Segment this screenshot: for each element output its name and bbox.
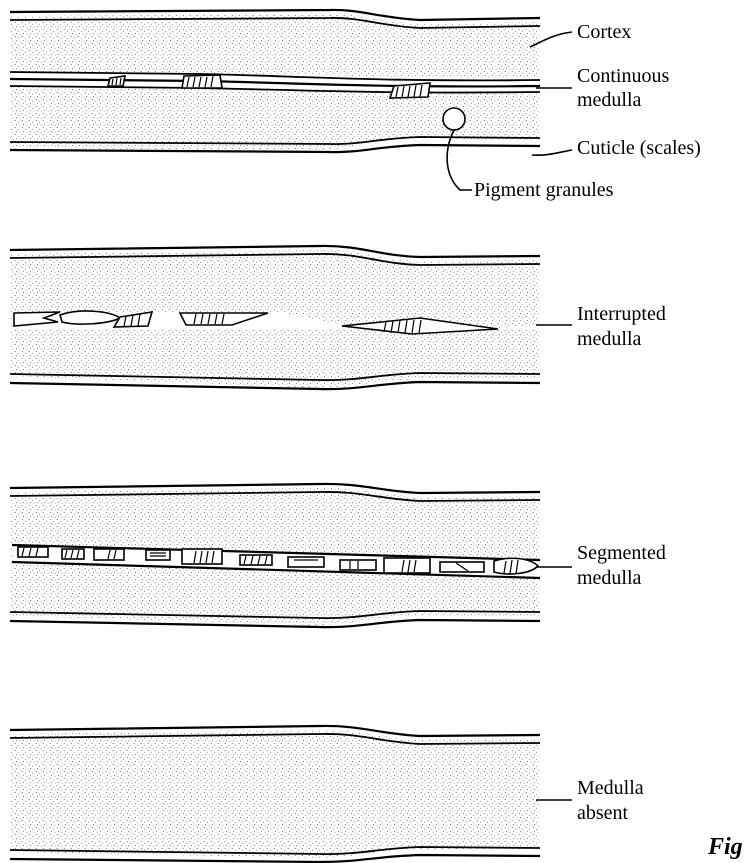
absent-label-line1: Medulla — [577, 777, 644, 799]
segment — [94, 549, 124, 560]
cortex-label: Cortex — [577, 21, 631, 43]
interrupted-label-line2: medulla — [577, 328, 642, 350]
cortex-region — [10, 730, 540, 858]
segment — [18, 547, 48, 557]
continuous-label-line1: Continuous — [577, 65, 669, 87]
continuous-label-line2: medulla — [577, 89, 642, 111]
segment — [240, 555, 272, 565]
absent-label-line2: absent — [577, 802, 629, 824]
pigment-clump — [182, 75, 222, 88]
panel-medulla-absent: Medulla absent — [10, 726, 644, 862]
interrupted-label-line1: Interrupted — [577, 303, 666, 325]
figure-caption: Fig — [707, 834, 743, 860]
segment — [146, 550, 170, 560]
segment — [440, 562, 484, 572]
segment — [340, 560, 376, 570]
segmented-label-line2: medulla — [577, 567, 642, 589]
pointer-cuticle — [532, 150, 572, 155]
segment — [384, 558, 430, 573]
pigment-granule — [443, 108, 465, 130]
segment — [62, 549, 84, 559]
pigment-clump — [390, 83, 430, 98]
panel-continuous-medulla: Cortex Continuous medulla Cuticle (scale… — [10, 10, 701, 201]
cuticle-label: Cuticle (scales) — [577, 137, 701, 159]
segment — [288, 557, 324, 567]
pigment-granules-label: Pigment granules — [474, 179, 614, 201]
panel-segmented-medulla: Segmented medulla — [10, 484, 666, 627]
segment — [182, 549, 222, 564]
pointer-pigment — [447, 130, 472, 190]
panel-interrupted-medulla: Interrupted medulla — [10, 246, 666, 389]
segmented-label-line1: Segmented — [577, 542, 666, 564]
pigment-clump — [108, 76, 125, 86]
cortex-region-upper — [10, 14, 540, 78]
